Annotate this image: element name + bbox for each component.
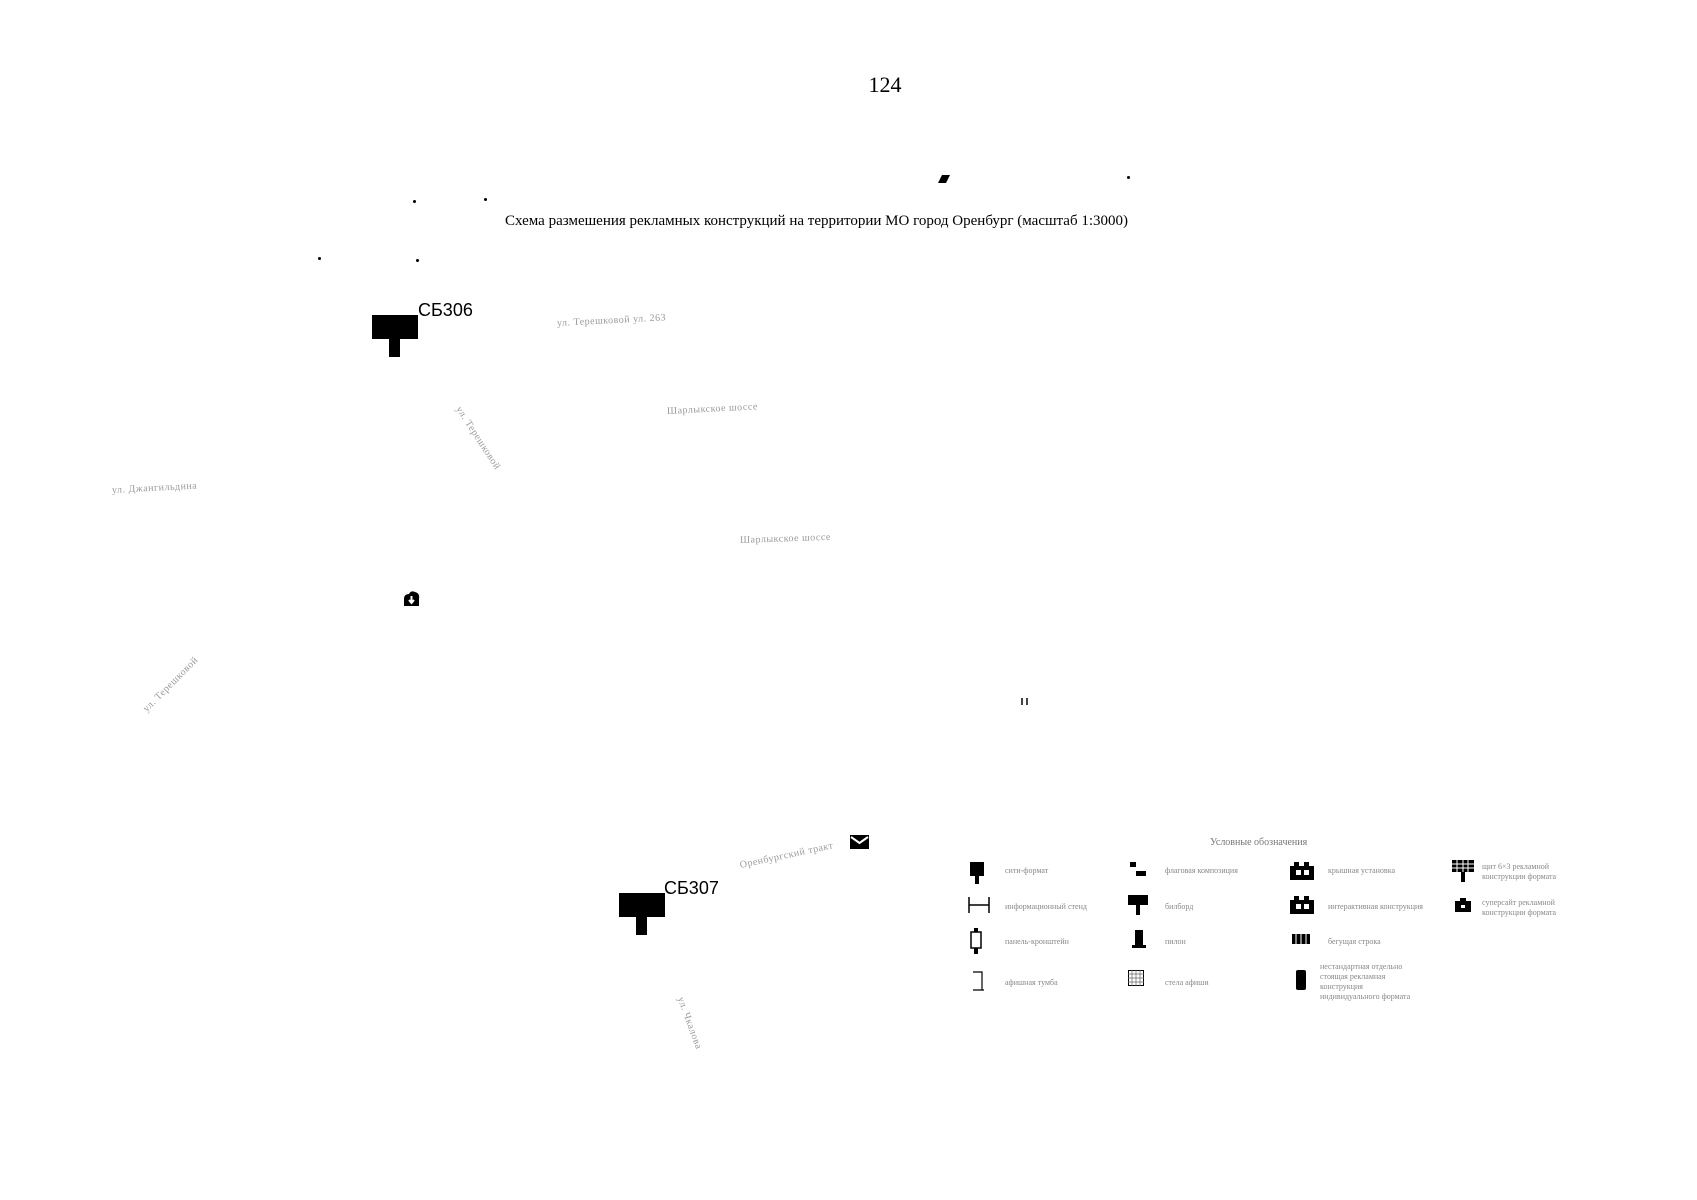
street-label: Шарлыкское шоссе <box>739 531 832 546</box>
billboard-marker-sb307[interactable] <box>619 893 665 935</box>
legend-label: информационный стенд <box>1005 902 1087 911</box>
flag-composition-icon <box>1130 862 1146 878</box>
poster-column-icon <box>970 970 986 992</box>
legend-label: интерактивная конструкция <box>1328 902 1423 911</box>
street-label: ул. Терешковой <box>453 404 503 472</box>
legend-label: билборд <box>1165 902 1194 911</box>
supersite-icon <box>1455 898 1471 912</box>
map-title: Схема размешения рекламных конструкций н… <box>505 213 1128 229</box>
billboard-icon <box>619 893 665 935</box>
legend-label: флаговая композиция <box>1165 866 1238 875</box>
legend-label: суперсайт рекламной конструкции формата <box>1482 898 1557 917</box>
legend-label: афишная тумба <box>1005 978 1058 987</box>
interactive-construction-icon <box>1290 896 1314 914</box>
map-mark-icon <box>1020 697 1030 707</box>
billboard-icon <box>372 315 418 357</box>
legend-label: сити-формат <box>1005 866 1049 875</box>
legend-title: Условные обозначения <box>1210 837 1308 848</box>
stele-icon <box>1128 970 1144 986</box>
legend-label: стела афиши <box>1165 978 1209 987</box>
running-line-icon <box>1292 934 1310 944</box>
legend-label: пилон <box>1165 937 1186 946</box>
map-dot <box>484 198 487 201</box>
marker-code-label: СБ307 <box>664 878 719 898</box>
legend-label: крышная установка <box>1328 866 1396 875</box>
street-label: ул. Терешковой <box>141 654 201 715</box>
map-mark-icon <box>938 175 950 183</box>
legend-label: панель-кронштейн <box>1005 937 1069 946</box>
street-label: ул. Джангильдина <box>111 480 198 496</box>
street-label: ул. Чкалова <box>674 995 704 1051</box>
pylon-icon <box>1132 930 1146 948</box>
billboard-marker-sb306[interactable] <box>372 315 418 357</box>
download-icon[interactable] <box>402 590 421 607</box>
billboard-grid-icon <box>1452 860 1474 882</box>
map-dot <box>413 200 416 203</box>
street-label: Шарлыкское шоссе <box>666 401 759 417</box>
bracket-panel-icon <box>970 928 984 954</box>
legend-label: бегущая строка <box>1328 937 1381 946</box>
page-number: 124 <box>868 72 902 97</box>
mail-icon[interactable] <box>850 835 869 849</box>
info-stand-icon <box>968 897 990 913</box>
map-dot <box>1127 176 1130 179</box>
legend-label: нестандартная отдельно стоящая рекламная… <box>1320 962 1411 1001</box>
street-label: ул. Терешковой ул. 263 <box>556 312 667 329</box>
roof-installation-icon <box>1290 862 1314 880</box>
billboard-icon <box>1128 895 1148 915</box>
street-label: Оренбургский тракт <box>738 840 835 871</box>
city-format-icon <box>970 862 984 884</box>
map-dot <box>318 257 321 260</box>
nonstandard-icon <box>1296 970 1306 990</box>
map-dot <box>416 259 419 262</box>
marker-code-label: СБ306 <box>418 300 473 320</box>
legend-label: щит 6×3 рекламной конструкции формата <box>1482 862 1557 881</box>
